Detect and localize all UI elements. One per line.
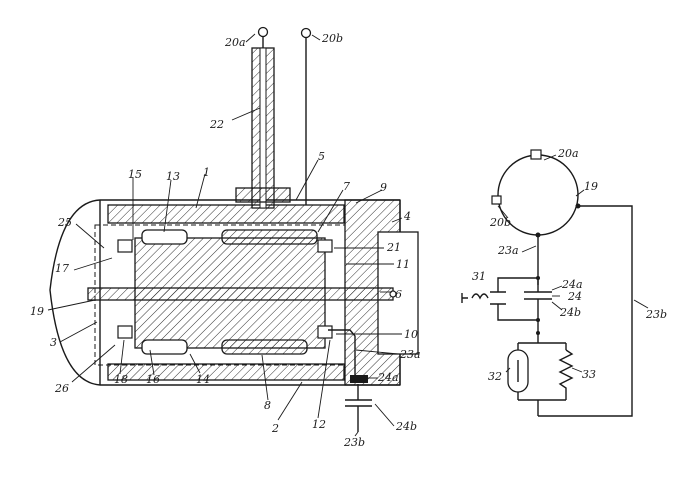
leader-lines [47,33,403,437]
label-17: 17 [55,262,69,275]
label-31: 31 [472,270,486,283]
leader-r24a [551,285,563,291]
terminal-20a-cap [530,149,542,160]
label-15: 15 [128,168,142,181]
resistor-33 [558,349,574,392]
label-23b-left: 23b [343,436,365,449]
shaft-6 [87,287,394,301]
conductor-23a [328,329,356,378]
bearing-10 [317,325,333,339]
label-3: 3 [50,336,57,349]
capacitor-24 [524,291,552,300]
feedthrough [350,375,368,383]
wire-23b [538,205,633,417]
trimmer-31 [490,291,506,305]
terminal-20b-cap [491,195,502,205]
label-24a-left: 24a [377,371,399,384]
leader-r23a [521,245,537,253]
winding-13 [141,229,188,245]
label-24b-left: 24b [395,420,417,433]
parallel-rails [517,333,567,416]
label-1: 1 [203,166,210,179]
label-24: 24 [567,290,582,303]
label-11: 11 [396,258,410,271]
label-19-right: 19 [584,180,598,193]
bearing-15 [117,239,133,253]
section-view: 20a 20b 22 5 1 15 13 7 9 4 25 21 17 11 6… [30,26,421,449]
leader-r32 [505,367,511,373]
label-25: 25 [57,216,72,229]
bottom-plate-2 [107,363,345,381]
label-13: 13 [166,170,180,183]
tube-22-core [259,47,267,209]
winding-14 [141,339,188,355]
leader-r23b [633,299,649,309]
label-23a-left: 23a [399,348,421,361]
leader-r19 [575,189,585,197]
label-23a-right: 23a [497,244,519,257]
label-8: 8 [264,399,271,412]
bearing-18 [117,325,133,339]
label-32: 32 [488,370,502,383]
label-20a-left: 20a [224,36,246,49]
label-20b-left: 20b [321,32,343,45]
shaft-end [389,290,397,298]
tube-flange [235,187,291,203]
label-6: 6 [395,288,402,301]
bearing-21 [317,239,333,253]
leader-r33 [571,367,583,373]
label-23b-right: 23b [645,308,667,321]
winding-8 [221,339,308,355]
label-16: 16 [146,373,160,386]
circuit-view: 20a 19 20b 23a 31 24a 24 24b 23b 32 33 [461,147,667,417]
leader-r20b [497,205,509,219]
label-4: 4 [403,210,411,223]
label-18: 18 [114,373,128,386]
label-5: 5 [318,150,325,163]
label-24b-right: 24b [559,306,581,319]
top-plate-1 [107,204,345,224]
capacitor-24-leads [345,384,372,432]
label-24a-right: 24a [561,278,583,291]
label-2: 2 [271,422,279,435]
label-20b-right: 20b [489,216,511,229]
coil-31 [461,293,489,303]
label-22: 22 [209,118,224,131]
terminal-20b [300,27,312,39]
leader-r24b [551,301,563,311]
label-10: 10 [404,328,418,341]
label-21: 21 [386,241,401,254]
label-20a-right: 20a [557,147,579,160]
label-26: 26 [54,382,69,395]
leader-r20a [543,154,557,161]
label-19-left: 19 [30,305,44,318]
trimmer-wire [497,277,538,321]
label-9: 9 [380,181,387,194]
label-12: 12 [312,418,326,431]
winding-7 [221,229,318,245]
label-14: 14 [196,373,210,386]
terminal-20a [257,26,269,38]
label-33: 33 [582,368,596,381]
label-7: 7 [343,180,350,193]
